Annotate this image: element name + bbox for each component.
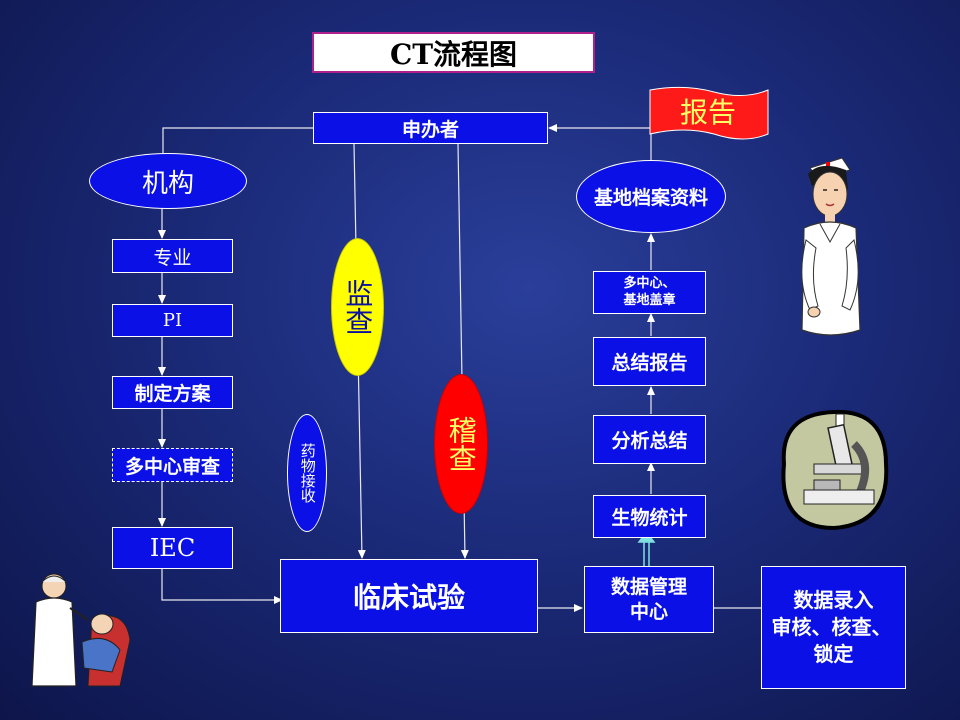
clinical-trial-box: 临床试验	[280, 559, 538, 633]
protocol-box: 制定方案	[112, 376, 233, 409]
data-entry-box: 数据录入 审核、核查、 锁定	[761, 566, 906, 689]
seal-box: 多中心、 基地盖章	[593, 271, 706, 314]
summary-report-box: 总结报告	[593, 337, 706, 386]
report-flag-label: 报告	[680, 96, 736, 129]
data-center-line2: 中心	[629, 600, 668, 623]
page-title: CT流程图	[312, 32, 595, 73]
data-entry-line2: 审核、核查、	[771, 615, 892, 639]
seal-line2: 基地盖章	[623, 292, 676, 308]
iec-box: IEC	[112, 527, 233, 569]
multicenter-review-box: 多中心审查	[112, 448, 233, 482]
data-entry-line3: 锁定	[813, 642, 854, 666]
data-center-line1: 数据管理	[610, 575, 687, 598]
seal-line1: 多中心、	[623, 275, 676, 291]
analysis-box: 分析总结	[593, 415, 706, 464]
archive-oval: 基地档案资料	[576, 160, 726, 233]
report-flag: 报告	[649, 86, 769, 140]
sponsor-box: 申办者	[313, 112, 548, 144]
monitor-oval: 监查	[331, 238, 384, 376]
sponsor-to-institution-line	[162, 127, 313, 153]
audit-oval: 稽查	[434, 374, 488, 514]
data-center-box: 数据管理 中心	[584, 566, 714, 633]
data-entry-line1: 数据录入	[793, 588, 874, 612]
specialty-box: 专业	[112, 239, 233, 273]
pi-box: PI	[112, 304, 233, 337]
doctor-patient-icon	[31, 573, 131, 687]
nurse-icon	[801, 157, 861, 336]
drug-receipt-oval: 药物接收	[287, 414, 327, 532]
microscope-icon	[781, 409, 889, 531]
biostat-box: 生物统计	[593, 495, 706, 538]
institution-oval: 机构	[89, 153, 247, 209]
